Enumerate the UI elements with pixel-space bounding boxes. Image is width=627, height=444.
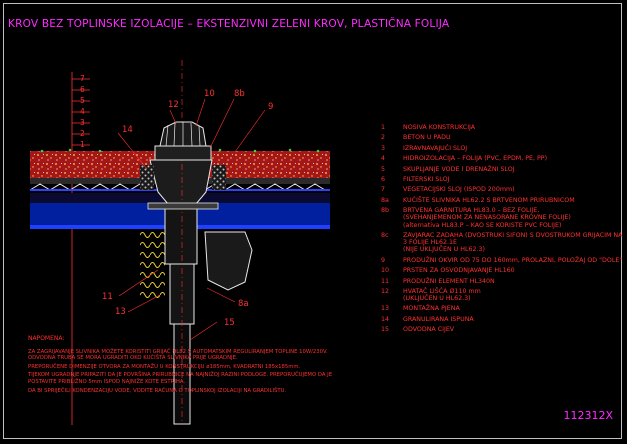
legend-text: KUĆIŠTE SLIVNIKA HL62.2 S BRTVENOM PRIRU… xyxy=(403,196,575,204)
odor-trap xyxy=(204,231,253,291)
legend-row: 12 HVATAČ LIŠĆA Ø110 mm (UKLJUČEN U HL62.… xyxy=(378,288,623,302)
legend-number: 12 xyxy=(381,287,390,295)
legend-number: 1 xyxy=(381,124,386,131)
scale-number-1: 1 xyxy=(80,140,85,149)
drawing-title: KROV BEZ TOPLINSKE IZOLACIJE – EKSTENZIV… xyxy=(8,18,450,30)
legend-text: IZRAVNAVAJUĆI SLOJ xyxy=(403,144,468,152)
legend-text: PRODUŽNI ELEMENT HL340N xyxy=(403,277,495,285)
legend-text: BETON U PADU xyxy=(403,134,451,142)
note-item: TIJEKOM UGRADNJE PRIPAZITI DA JE POVRŠIN… xyxy=(28,372,333,385)
legend-text: NOSIVA KONSTRUKCIJA xyxy=(403,124,476,131)
legend-number: 7 xyxy=(381,186,386,194)
notes-title: NAPOMENA: xyxy=(28,335,65,342)
legend-number: 2 xyxy=(381,134,386,142)
legend-number: 11 xyxy=(381,277,390,285)
legend-number: 8c xyxy=(381,231,389,239)
legend-number: 4 xyxy=(381,155,386,163)
legend-text: HIDROIZOLACIJA – FOLIJA (PVC, EPDM, PE, … xyxy=(403,155,548,163)
extension-frame xyxy=(154,145,212,161)
legend-number: 6 xyxy=(381,175,386,183)
legend-text: HVATAČ LIŠĆA Ø110 mm (UKLJUČEN U HL62.3) xyxy=(403,287,481,303)
legend-number: 10 xyxy=(381,267,390,275)
legend-row: 6 FILTERSKI SLOJ xyxy=(378,176,623,183)
legend-row: 10 PRSTEN ZA OSVODNJAVANJE HL160 xyxy=(378,267,623,274)
drawing-frame xyxy=(3,3,622,439)
legend-text: BRTVENA GARNITURA HL83.0 – BEZ FOLIJE, (… xyxy=(403,207,571,229)
callout-8a: 8a xyxy=(238,299,249,309)
legend-number: 3 xyxy=(381,144,386,152)
notes-block: NAPOMENA: ZA ZAGRIJAVANJE SLIVNIKA MOŽET… xyxy=(28,335,343,396)
legend-row: 11 PRODUŽNI ELEMENT HL340N xyxy=(378,278,623,285)
legend-row: 14 GRANULIRANA ISPUNA xyxy=(378,316,623,323)
scale-number-4: 4 xyxy=(80,107,85,116)
sealing-flange xyxy=(147,202,219,210)
scale-number-5: 5 xyxy=(80,96,85,105)
callout-9: 9 xyxy=(268,102,274,112)
gravel-fill-right xyxy=(212,165,226,190)
scale-number-6: 6 xyxy=(80,85,85,94)
legend-text: FILTERSKI SLOJ xyxy=(403,175,450,183)
legend-row: 2 BETON U PADU xyxy=(378,134,623,141)
scale-number-3: 3 xyxy=(80,118,85,127)
legend-text: PRSTEN ZA OSVODNJAVANJE HL160 xyxy=(403,267,515,275)
legend-text: VEGETACIJSKI SLOJ (ISPOD 200mm) xyxy=(403,186,515,194)
legend-row: 15 ODVODNA CIJEV xyxy=(378,326,623,333)
legend-number: 15 xyxy=(381,326,390,334)
plant-marks xyxy=(40,148,320,153)
callout-15: 15 xyxy=(224,318,235,328)
legend-row: 8b BRTVENA GARNITURA HL83.0 – BEZ FOLIJE,… xyxy=(378,207,623,229)
legend-number: 9 xyxy=(381,256,386,264)
legend-text: ODVODNA CIJEV xyxy=(403,326,455,334)
legend-text: MONTAŽNA PJENA xyxy=(403,305,460,313)
callout-8b: 8b xyxy=(234,89,245,99)
legend-row: 13 MONTAŽNA PJENA xyxy=(378,305,623,312)
callout-13: 13 xyxy=(115,307,126,317)
legend-row: 8c ZAVJARAC ZADAHA (DVOSTRUKI SIFON) S DV… xyxy=(378,232,623,254)
callout-11: 11 xyxy=(102,292,113,302)
legend-row: 5 SKUPLJANJE VODE I DRENAŽNI SLOJ xyxy=(378,166,623,173)
legend-text: PRODUŽNI OKVIR OD 75 DO 160mm, PROLAZNI,… xyxy=(403,256,623,264)
legend-row: 8a KUĆIŠTE SLIVNIKA HL62.2 S BRTVENOM PRI… xyxy=(378,197,623,204)
dimension-ticks xyxy=(72,78,90,146)
legend-number: 5 xyxy=(381,165,386,173)
legend-number: 14 xyxy=(381,315,390,323)
callout-10: 10 xyxy=(204,89,215,99)
gravel-fill-left xyxy=(140,165,154,190)
legend-row: 4 HIDROIZOLACIJA – FOLIJA (PVC, EPDM, PE,… xyxy=(378,155,623,162)
legend-number: 8b xyxy=(381,207,390,215)
legend-row: 1 NOSIVA KONSTRUKCIJA xyxy=(378,124,623,131)
legend-text: GRANULIRANA ISPUNA xyxy=(403,315,474,323)
callout-12: 12 xyxy=(168,100,179,110)
legend-text: ZAVJARAC ZADAHA (DVOSTRUKI SIFON) S DVOS… xyxy=(403,231,623,254)
leader-lines xyxy=(117,98,266,341)
leaf-guard-ribs xyxy=(165,122,201,147)
mounting-foam-left xyxy=(140,229,165,299)
scale-number-2: 2 xyxy=(80,129,85,138)
callout-14: 14 xyxy=(122,125,133,135)
legend-row: 3 IZRAVNAVAJUĆI SLOJ xyxy=(378,145,623,152)
legend-row: 9 PRODUŽNI OKVIR OD 75 DO 160mm, PROLAZNI… xyxy=(378,257,623,264)
component-legend: 1 NOSIVA KONSTRUKCIJA 2 BETON U PADU 3 IZRAVN… xyxy=(378,124,623,337)
legend-row: 7 VEGETACIJSKI SLOJ (ISPOD 200mm) xyxy=(378,186,623,193)
legend-number: 13 xyxy=(381,305,390,313)
note-item: ZA ZAGRIJAVANJE SLIVNIKA MOŽETE KORISTIT… xyxy=(28,348,328,362)
sheet-code: 112312X xyxy=(563,409,613,422)
legend-number: 8a xyxy=(381,196,389,204)
legend-text: SKUPLJANJE VODE I DRENAŽNI SLOJ xyxy=(403,165,515,173)
note-item: DA BI SPRIJEČILI KONDENZACIJU VODE, VODI… xyxy=(28,387,287,394)
note-item: PREPORUČENE DIMENZIJE OTVORA ZA MONTAŽU … xyxy=(28,363,301,370)
drain-body xyxy=(164,203,198,265)
scale-number-7: 7 xyxy=(80,74,85,83)
